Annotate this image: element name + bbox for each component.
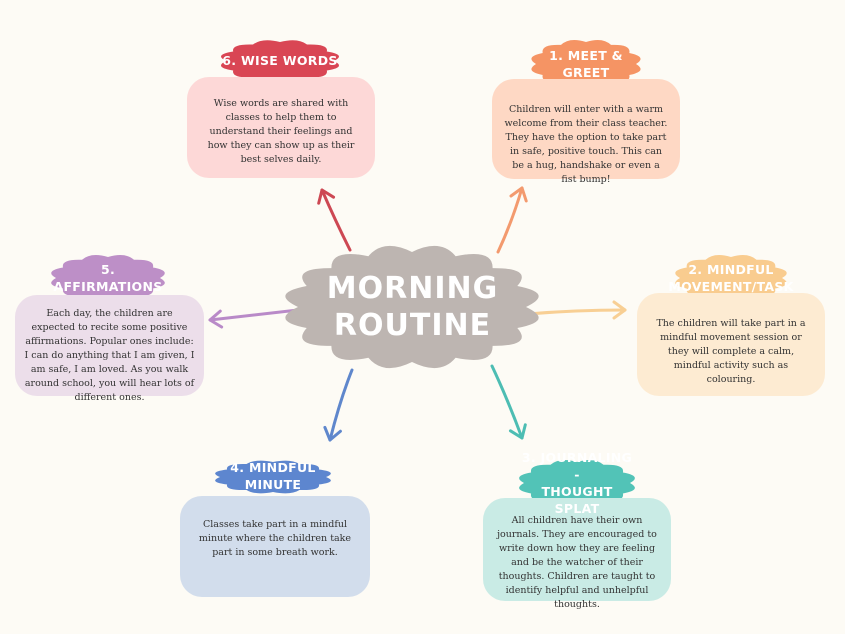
connector-arrows (208, 186, 627, 442)
mindful-minute-arrow (323, 368, 354, 442)
journaling-arrow (490, 364, 527, 440)
meet-greet-card: Children will enter with a warm welcome … (492, 79, 680, 185)
meet-greet-title-cloud (531, 39, 641, 89)
mindful-minute-title: 4. MINDFUL MINUTE (230, 460, 316, 492)
affirmations-title-cloud (51, 255, 165, 301)
affirmations-text: Each day, the children are expected to r… (24, 308, 195, 403)
wise-words-title: 6. WISE WORDS (222, 52, 338, 68)
center-cloud (285, 245, 539, 369)
center-title: MORNING ROUTINE (326, 271, 499, 343)
mindful-movement-title: 2. MINDFUL MOVEMENT/TASK (668, 262, 794, 294)
journaling-title: 3. JOURNALING - THOUGHT SPLAT (521, 450, 633, 516)
journaling-title-cloud (519, 460, 635, 506)
meet-greet-title: 1. MEET & GREET (549, 48, 623, 80)
journaling-card: All children have their own journals. Th… (483, 498, 671, 610)
meet-greet-text: Children will enter with a warm welcome … (504, 104, 668, 185)
wise-words-arrow (317, 188, 352, 252)
cloud-shapes (51, 39, 787, 506)
mindful-minute-text: Classes take part in a mindful minute wh… (198, 519, 352, 558)
mindful-movement-text: The children will take part in a mindful… (656, 318, 806, 385)
mindful-movement-card: The children will take part in a mindful… (637, 293, 825, 396)
affirmations-title: 5. AFFIRMATIONS (53, 262, 163, 294)
mindful-movement-title-cloud (675, 255, 787, 301)
mindful-minute-title-cloud (215, 460, 331, 494)
wise-words-text: Wise words are shared with classes to he… (207, 98, 355, 165)
affirmations-card: Each day, the children are expected to r… (15, 295, 204, 403)
mindful-minute-card: Classes take part in a mindful minute wh… (180, 496, 370, 597)
meet-greet-arrow (496, 186, 528, 254)
affirmations-arrow (208, 308, 300, 329)
journaling-text: All children have their own journals. Th… (497, 515, 657, 610)
wise-words-card: Wise words are shared with classes to he… (187, 77, 375, 178)
mindful-movement-arrow (526, 300, 627, 320)
wise-words-title-cloud (221, 40, 339, 82)
